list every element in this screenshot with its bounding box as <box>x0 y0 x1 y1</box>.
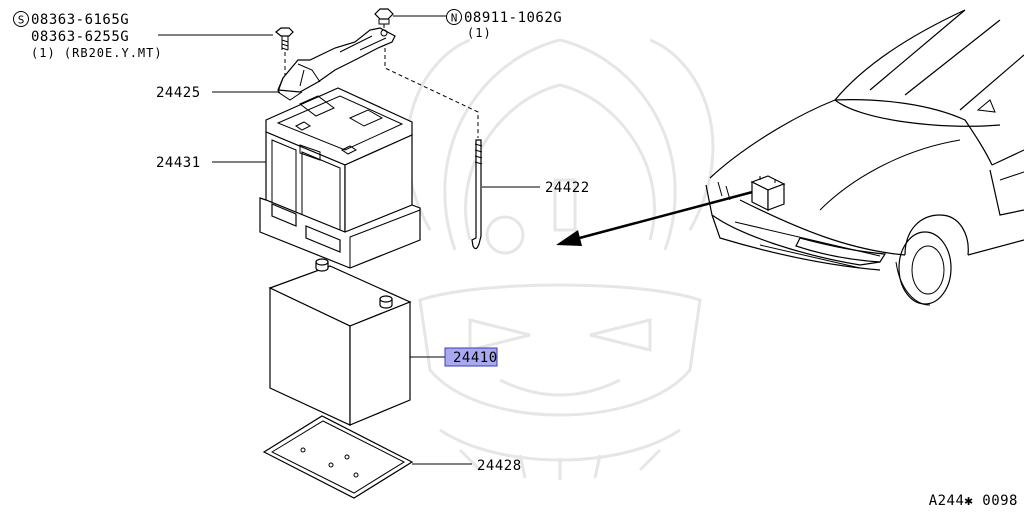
n-symbol-circle <box>446 9 462 25</box>
bolt-part <box>275 27 294 80</box>
battery-callout[interactable]: 24410 <box>410 347 498 367</box>
tray-callout: 24428 <box>412 458 522 474</box>
nut-n-callout: N 08911-1062G (1) <box>393 9 562 40</box>
nut-n-qty: (1) <box>467 26 492 40</box>
car-illustration <box>705 9 1024 306</box>
n-symbol: N <box>451 12 458 25</box>
frame-label: 24425 <box>156 85 201 101</box>
battery <box>268 258 412 426</box>
bolt-s-qty-note: (1) (RB20E.Y.MT) <box>31 46 163 60</box>
cover-label: 24431 <box>156 155 201 171</box>
tray-label: 24428 <box>477 458 522 474</box>
rod-label: 24422 <box>545 180 590 196</box>
nut-n-part: 08911-1062G <box>464 10 562 26</box>
location-arrow <box>556 188 761 246</box>
watermark-emblem <box>405 38 715 480</box>
battery-cover <box>259 87 421 269</box>
frame-to-rod-dashline <box>384 48 479 138</box>
hold-down-frame <box>277 27 396 101</box>
bolt-s-part-1: 08363-6165G <box>31 12 129 28</box>
hold-down-rod <box>471 139 483 250</box>
bolt-s-part-2: 08363-6255G <box>31 29 129 45</box>
battery-tray <box>262 415 414 499</box>
bolt-s-callout: S 08363-6165G 08363-6255G (1) (RB20E.Y.M… <box>13 11 273 60</box>
cover-callout: 24431 <box>156 155 266 171</box>
battery-highlight-box[interactable] <box>444 347 498 367</box>
rod-callout: 24422 <box>482 180 590 196</box>
frame-callout: 24425 <box>156 85 280 101</box>
s-symbol: S <box>18 14 25 27</box>
battery-label[interactable]: 24410 <box>453 350 498 366</box>
s-symbol-circle <box>13 11 29 27</box>
diagram-code: A244✱ 0098 <box>929 493 1018 509</box>
